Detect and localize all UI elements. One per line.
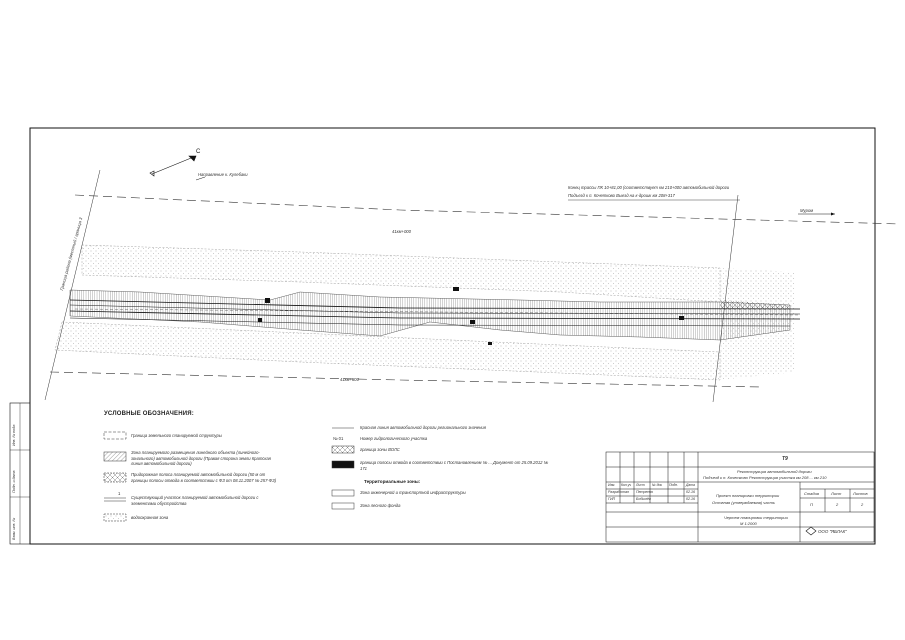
stamp-row2-name: Бобылёв xyxy=(636,497,651,501)
stamp-row2-date: 02.16 xyxy=(686,497,695,501)
legend-item-5: водоохранная зона xyxy=(131,515,169,520)
legend-symbol-number: 1 xyxy=(118,491,121,496)
stamp-drawing-name-1: Чертеж планировки территории xyxy=(724,515,788,520)
stamp-sheets-value: 2 xyxy=(861,502,864,507)
dashed-boundary-top xyxy=(74,194,901,225)
stamp-col-date: Дата xyxy=(686,483,695,487)
stamp-row1-date: 02.16 xyxy=(686,490,695,494)
side-stamp-inv: Инв. № подл. xyxy=(12,423,16,446)
stamp-stage-value: П xyxy=(810,502,813,507)
legend-right-item-4: граница полосы отвода в соответствии с П… xyxy=(360,460,549,471)
company-logo-icon xyxy=(805,526,817,536)
label-right-top: Муром xyxy=(800,208,814,213)
label-info-line2: Подъезд к п. Кочетково Выезд на к-дрошк … xyxy=(568,193,675,198)
north-arrow-icon: С xyxy=(149,149,201,177)
legend-item-1: Граница земельного планируемой структуры xyxy=(131,433,222,438)
svg-text:С: С xyxy=(196,149,201,155)
stamp-row1-role: Разработал xyxy=(608,490,629,494)
forest-zone-upper xyxy=(81,244,721,303)
zones-item-2: Зона лесного фонда xyxy=(360,503,401,508)
stamp-drawing-name-2: М 1:2000 xyxy=(740,521,757,526)
legend-item-2: Зона планируемого размещения линейного о… xyxy=(131,450,271,467)
zones-title: Территориальные зоны: xyxy=(364,479,421,484)
label-info-line1: Конец трассы ПК 10+81,00 (соответствует … xyxy=(568,185,730,190)
label-bottom-center: 41км+800 xyxy=(340,377,359,382)
stamp-sheet-value: 2 xyxy=(836,502,839,507)
legend-right-item-3: граница зоны ВОЛС xyxy=(360,447,400,452)
legend-right-item-2: Номер гидрологического участка xyxy=(360,436,428,441)
stamp-col-izm: Изм. xyxy=(608,483,616,487)
legend-title: УСЛОВНЫЕ ОБОЗНАЧЕНИЯ: xyxy=(104,411,194,417)
legend-number-sample: № 01 xyxy=(333,436,344,441)
legend-right-item-1: Красная линия автомобильной дороги регио… xyxy=(360,425,486,430)
stamp-row1-name: Петренко xyxy=(636,490,654,494)
stamp-sheet-code: Т9 xyxy=(782,456,788,462)
stamp-project-title-1: Проект планировки территории xyxy=(716,493,780,498)
side-stamp-vzam: Взам. инв. № xyxy=(12,517,16,540)
stamp-title-line1: Реконструкция автомобильной дороги xyxy=(737,469,812,474)
title-block-grid xyxy=(605,451,875,543)
stamp-sheet-header: Лист xyxy=(831,491,842,496)
legend-item-4: Существующий участок планируемой автомоб… xyxy=(131,495,259,506)
stamp-title-line2: Подъезд к п. Кочетково Реконструкция уча… xyxy=(703,475,827,480)
boundary-line-left xyxy=(44,169,101,401)
water-zone-right xyxy=(720,300,790,310)
legend-item-3: Придорожная полоса планируемой автомобил… xyxy=(131,472,277,483)
stamp-sheets-header: Листов xyxy=(853,491,868,496)
label-top-center: 41км+000 xyxy=(392,229,411,234)
legend-symbols xyxy=(103,427,355,522)
stamp-col-podp: Подп. xyxy=(669,483,679,487)
stamp-company: ООО "ЯБЛАК" xyxy=(818,529,847,534)
stamp-project-title-2: Основная (утверждаемая) часть xyxy=(712,500,776,505)
planning-zone-hatched xyxy=(69,289,791,341)
zones-item-1: Зона инженерной и транспортной инфрастру… xyxy=(360,490,466,495)
stamp-col-doc: № док xyxy=(652,483,662,487)
stamp-col-list: Лист xyxy=(636,483,645,487)
object-markers xyxy=(258,287,684,345)
sheet-frame xyxy=(29,127,876,545)
side-stamp-podp: Подп. и дата xyxy=(12,470,16,494)
stamp-stage-header: Стадия xyxy=(804,491,819,496)
label-top-road: Направление к. Кулебаки xyxy=(198,172,248,177)
road-centerlines xyxy=(69,299,801,327)
dashed-boundary-bottom xyxy=(49,371,761,388)
stamp-col-kol: Кол.уч xyxy=(621,483,632,487)
stamp-row2-role: ГИП xyxy=(608,497,616,501)
